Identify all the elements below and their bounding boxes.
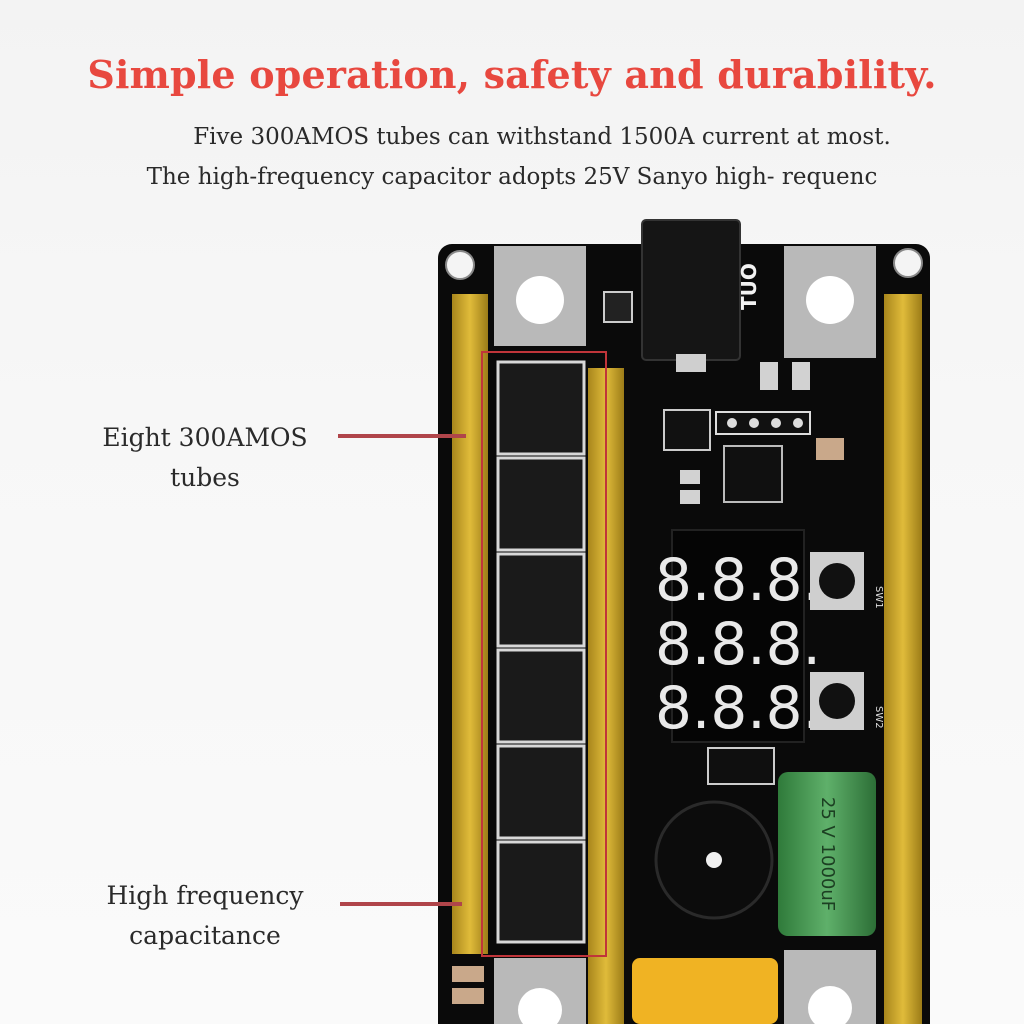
display-digits-2: 8.8.8.: [655, 610, 821, 678]
callout-capacitor: High frequency capacitance: [80, 876, 330, 956]
callout-capacitor-line-1: High frequency: [106, 881, 304, 910]
mos-tube: [496, 744, 586, 840]
mcu-chip: [723, 445, 783, 503]
mos-tube: [496, 648, 586, 744]
capacitor-spec: 25 V 1000uF: [817, 797, 838, 911]
mos-tube: [496, 552, 586, 648]
copper-bar-right: [884, 294, 922, 1024]
electrolytic-capacitor: [778, 772, 876, 936]
subtitle-line-2: The high-frequency capacitor adopts 25V …: [146, 164, 878, 190]
regulator-chip: [663, 409, 711, 451]
seven-segment-display: [671, 529, 805, 743]
callout-tubes-line-1: Eight 300AMOS: [102, 423, 308, 452]
callout-capacitor-line-2: capacitance: [129, 921, 281, 950]
mount-hole-tr: [893, 248, 923, 278]
header-pins: [715, 411, 811, 435]
sw2-label: SW2: [873, 706, 884, 729]
mount-hole-tl: [445, 250, 475, 280]
callout-tubes: Eight 300AMOS tubes: [80, 418, 330, 498]
out-label: TUO: [737, 263, 761, 310]
mos-tubes: [496, 360, 586, 944]
display-digits: 8.8.8.: [655, 546, 821, 614]
callout-tubes-line-2: tubes: [170, 463, 240, 492]
display-digits-3: 8.8.8.: [655, 674, 821, 742]
xt60-connector: [632, 958, 778, 1024]
highlight-frame: [481, 351, 607, 957]
mos-tube: [496, 840, 586, 944]
subtitle-line-1: Five 300AMOS tubes can withstand 1500A c…: [193, 124, 891, 150]
dc-jack: [641, 219, 741, 361]
mos-tube: [496, 360, 586, 456]
leader-line-capacitor: [340, 902, 462, 906]
leader-line-tubes: [338, 434, 466, 438]
sw1-label: SW1: [873, 586, 884, 609]
mos-tube: [496, 456, 586, 552]
headline: Simple operation, safety and durability.: [87, 52, 937, 97]
